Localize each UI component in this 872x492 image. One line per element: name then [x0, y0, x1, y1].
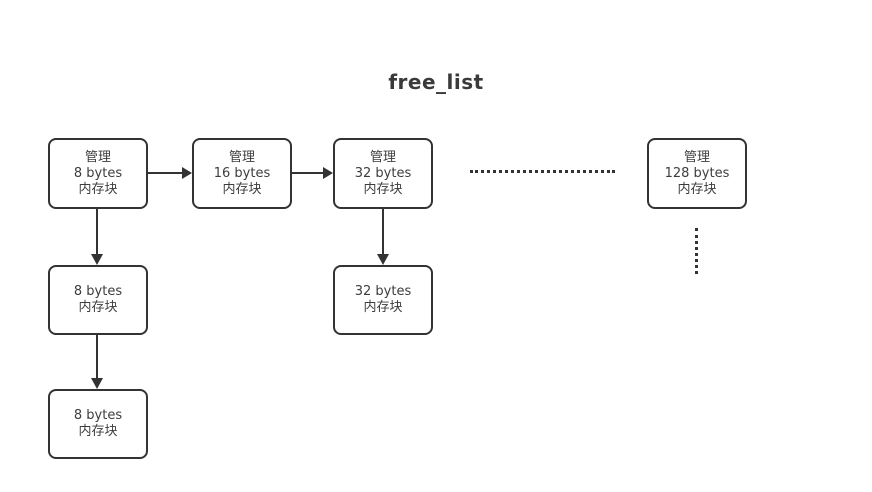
node-text-line: 内存块 [78, 300, 118, 315]
node-text-line: 32 bytes [354, 284, 412, 299]
node-text-line: 内存块 [78, 424, 118, 439]
node-text-line: 内存块 [677, 181, 717, 197]
arrow-right-icon [182, 167, 192, 179]
arrow-line-block8a-to-block8b [96, 335, 98, 378]
vertical-ellipsis-dots [695, 228, 698, 274]
node-text-line: 管理 [369, 149, 396, 165]
node-block-8bytes-2: 8 bytes 内存块 [48, 389, 148, 459]
node-block-8bytes-1: 8 bytes 内存块 [48, 265, 148, 335]
node-head-128bytes: 管理 128 bytes 内存块 [647, 138, 747, 209]
node-text-line: 32 bytes [354, 165, 412, 181]
arrow-down-icon [91, 254, 103, 265]
arrow-line-head8-to-block [96, 209, 98, 254]
node-text-line: 内存块 [363, 181, 403, 197]
node-block-32bytes-1: 32 bytes 内存块 [333, 265, 433, 335]
node-head-32bytes: 管理 32 bytes 内存块 [333, 138, 433, 209]
node-text-line: 8 bytes [73, 408, 123, 423]
node-text-line: 内存块 [363, 300, 403, 315]
diagram-title: free_list [388, 70, 484, 94]
arrow-right-icon [323, 167, 333, 179]
arrow-down-icon [377, 254, 389, 265]
node-text-line: 8 bytes [73, 284, 123, 299]
node-text-line: 管理 [683, 149, 710, 165]
node-text-line: 内存块 [78, 181, 118, 197]
arrow-line-head16-to-head32 [291, 172, 323, 174]
node-head-8bytes: 管理 8 bytes 内存块 [48, 138, 148, 209]
horizontal-ellipsis-dots [470, 170, 615, 173]
node-text-line: 8 bytes [73, 165, 123, 181]
node-head-16bytes: 管理 16 bytes 内存块 [192, 138, 292, 209]
node-text-line: 管理 [84, 149, 111, 165]
node-text-line: 内存块 [222, 181, 262, 197]
arrow-line-head8-to-head16 [148, 172, 182, 174]
node-text-line: 128 bytes [664, 165, 730, 181]
node-text-line: 管理 [228, 149, 255, 165]
arrow-line-head32-to-block [382, 209, 384, 254]
arrow-down-icon [91, 378, 103, 389]
node-text-line: 16 bytes [213, 165, 271, 181]
